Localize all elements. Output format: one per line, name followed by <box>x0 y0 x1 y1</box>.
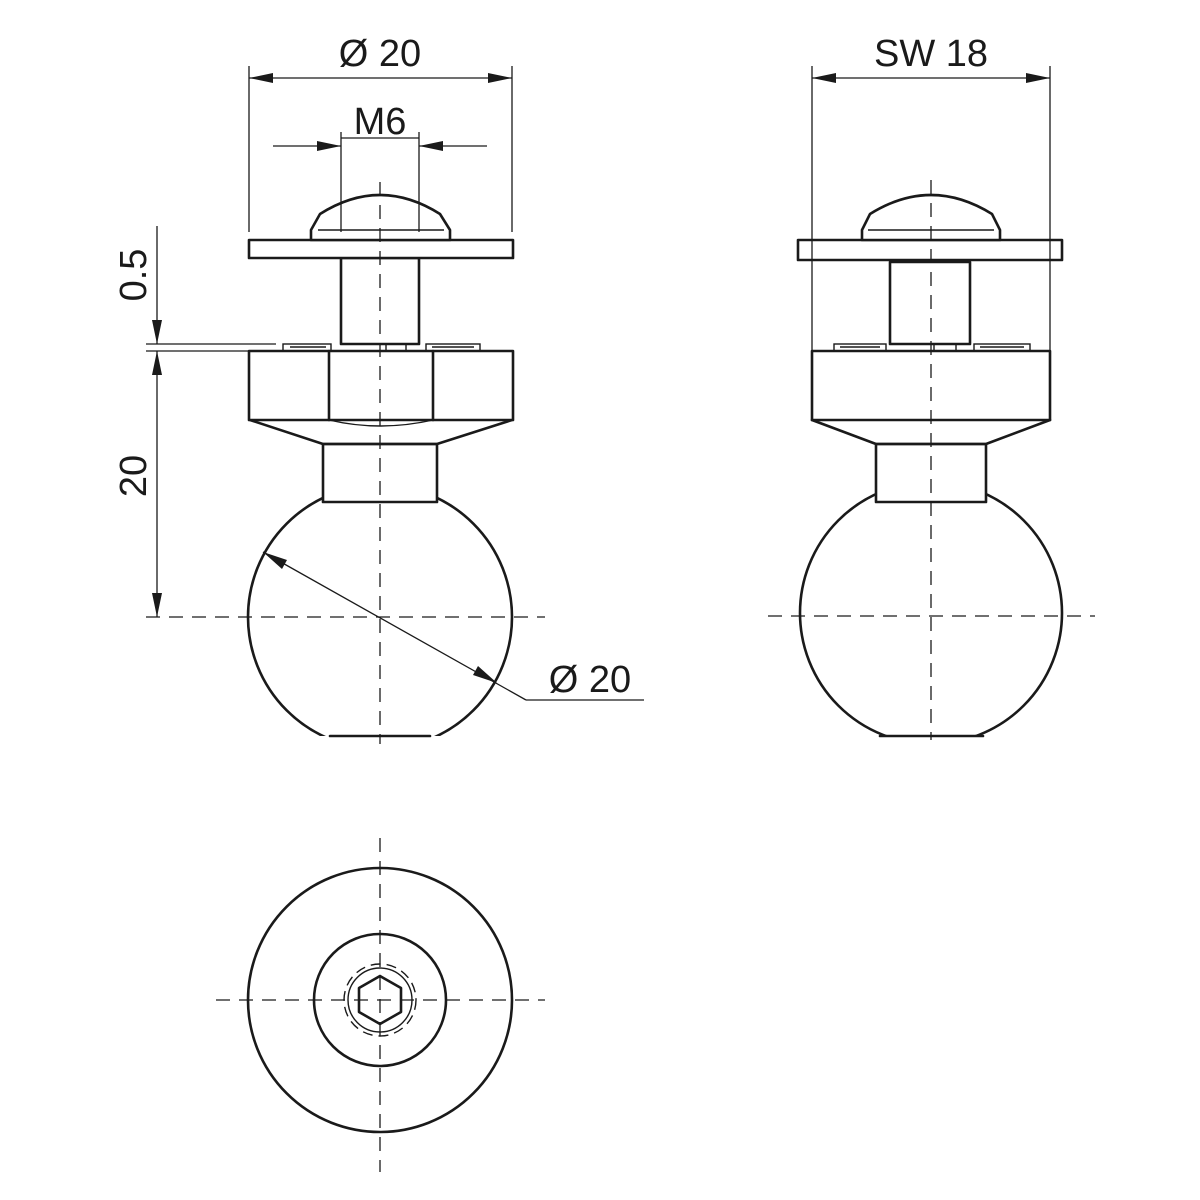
label-head-diameter: Ø 20 <box>339 33 421 75</box>
front-taper <box>248 418 514 446</box>
dimension-wrench-size: SW 18 <box>811 33 1051 420</box>
dimension-ball-diameter: Ø 20 <box>262 551 644 701</box>
side-hex-nut <box>810 349 1052 422</box>
side-view <box>768 180 1095 740</box>
front-view <box>146 182 545 744</box>
label-thread: M6 <box>354 101 407 143</box>
arrow-head <box>152 351 162 375</box>
label-wrench-size: SW 18 <box>874 33 988 75</box>
dimension-height: 20 <box>113 351 162 617</box>
arrow-head <box>317 141 341 151</box>
dimension-spacing: 0.5 <box>113 226 276 352</box>
arrow-head <box>488 73 512 83</box>
arrow-head <box>473 666 497 683</box>
side-neck <box>874 442 988 504</box>
label-ball-diameter: Ø 20 <box>549 659 631 701</box>
arrow-head <box>249 73 273 83</box>
label-height: 20 <box>113 455 155 497</box>
top-view <box>216 838 545 1172</box>
side-washer <box>796 238 1064 262</box>
dimension-head-diameter: Ø 20 <box>248 33 513 232</box>
side-ball <box>798 480 1064 736</box>
front-hex-nut <box>247 349 515 422</box>
arrow-head <box>152 320 162 344</box>
arrow-head <box>419 141 443 151</box>
arrow-head <box>152 593 162 617</box>
side-screw-head <box>860 193 1002 242</box>
front-lock-marks <box>282 343 481 352</box>
label-spacing: 0.5 <box>113 249 155 302</box>
dimension-thread: M6 <box>273 101 487 232</box>
side-shaft <box>888 260 972 346</box>
front-washer <box>247 238 515 260</box>
arrow-head <box>1026 73 1050 83</box>
arrow-head <box>812 73 836 83</box>
arrow-head <box>263 552 287 569</box>
